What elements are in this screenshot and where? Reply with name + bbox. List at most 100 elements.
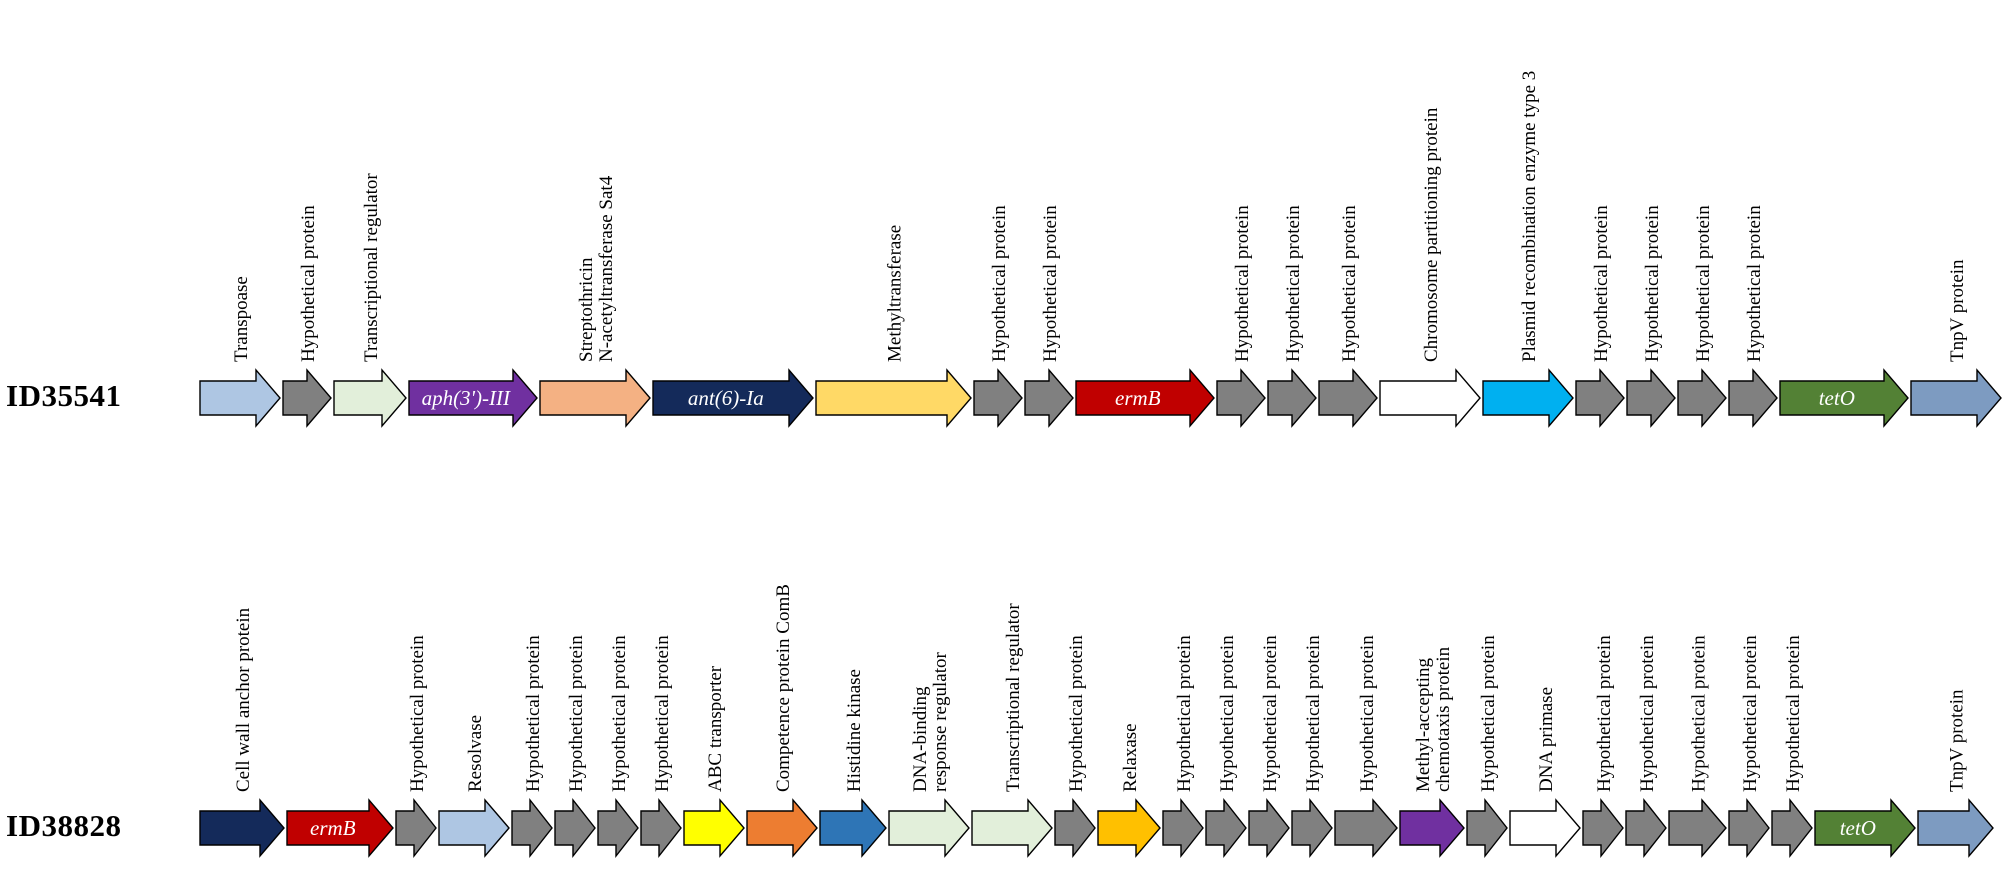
gene-inner-label-ant6-Ia: ant(6)-Ia — [688, 386, 764, 410]
gene-label-tnpV-protein: TnpV protein — [1947, 259, 1968, 362]
gene-label-hypothetical-protein: Hypothetical protein — [989, 205, 1010, 362]
gene-label-sat4: Streptothricin — [576, 257, 597, 362]
gene-label-methyltransferase: Methyltransferase — [885, 225, 906, 362]
gene-label-hypothetical-protein: Hypothetical protein — [609, 635, 630, 792]
gene-label-hypothetical-protein: Hypothetical protein — [566, 635, 587, 792]
gene-arrow-transcriptional-regulator — [971, 798, 1053, 858]
gene-arrow-hypothetical-protein — [511, 797, 553, 859]
gene-inner-label-tetO: tetO — [1819, 386, 1855, 410]
gene-arrow-tetO — [1814, 798, 1916, 858]
gene-arrow-aph3-III — [408, 368, 538, 428]
gene-arrow-abc-transporter — [683, 798, 745, 858]
gene-label-hypothetical-protein: Hypothetical protein — [1744, 205, 1765, 362]
gene-arrow-hypothetical-protein — [1248, 797, 1290, 859]
gene-arrow-hypothetical-protein — [640, 797, 682, 859]
gene-arrow-hypothetical-protein — [1054, 797, 1096, 859]
gene-label-hypothetical-protein: Hypothetical protein — [1642, 205, 1663, 362]
gene-label-transcriptional-regulator: Transcriptional regulator — [361, 173, 382, 362]
gene-arrow-transposase — [199, 368, 281, 428]
gene-label-transcriptional-regulator: Transcriptional regulator — [1003, 603, 1024, 792]
gene-arrow-hypothetical-protein — [1024, 368, 1074, 428]
gene-arrow-tnpV-protein — [1910, 368, 2002, 428]
gene-inner-label-ermB: ermB — [310, 816, 356, 840]
gene-label-hypothetical-protein: Hypothetical protein — [407, 635, 428, 792]
gene-arrow-hypothetical-protein — [1625, 797, 1667, 859]
gene-arrow-histidine-kinase — [819, 798, 887, 858]
gene-label-hypothetical-protein: Hypothetical protein — [1740, 635, 1761, 792]
gene-label-hypothetical-protein: Hypothetical protein — [1637, 635, 1658, 792]
gene-label-transposase: Transpoase — [231, 276, 252, 362]
gene-arrow-ermB — [1075, 368, 1215, 428]
gene-arrow-hypothetical-protein — [1728, 368, 1778, 428]
gene-arrow-resolvase — [438, 798, 510, 858]
gene-label-hypothetical-protein: Hypothetical protein — [1357, 635, 1378, 792]
gene-arrow-hypothetical-protein — [1668, 798, 1727, 858]
gene-arrow-hypothetical-protein — [1216, 368, 1266, 428]
gene-arrow-hypothetical-protein — [282, 368, 332, 428]
gene-arrow-hypothetical-protein — [1677, 368, 1727, 428]
gene-label-hypothetical-protein: Hypothetical protein — [1260, 635, 1281, 792]
gene-label-hypothetical-protein: Hypothetical protein — [1689, 635, 1710, 792]
gene-label-hypothetical-protein: Hypothetical protein — [1591, 205, 1612, 362]
gene-label-hypothetical-protein: Hypothetical protein — [1217, 635, 1238, 792]
gene-arrow-hypothetical-protein — [1291, 797, 1333, 859]
gene-arrow-hypothetical-protein — [1466, 797, 1508, 859]
gene-arrow-ant6-Ia — [652, 368, 814, 428]
gene-arrow-methyltransferase — [815, 368, 972, 428]
gene-inner-label-tetO: tetO — [1840, 816, 1876, 840]
track-ID38828: Cell wall anchor protein ermB Hypothetical… — [199, 584, 1994, 859]
gene-arrow-relaxase — [1097, 798, 1161, 858]
gene-label-hypothetical-protein: Hypothetical protein — [652, 635, 673, 792]
track-ID35541: Transpoase Hypothetical protein Transcript… — [199, 71, 2002, 428]
gene-arrow-competence-protein-comB — [746, 798, 818, 858]
gene-label-hypothetical-protein: Hypothetical protein — [298, 205, 319, 362]
gene-label-resolvase: Resolvase — [465, 715, 486, 792]
gene-arrow-methyl-accepting-chemotaxis-protein — [1399, 798, 1465, 858]
gene-label-hypothetical-protein: Hypothetical protein — [1339, 205, 1360, 362]
gene-label-relaxase: Relaxase — [1120, 723, 1141, 792]
gene-label-hypothetical-protein: Hypothetical protein — [523, 635, 544, 792]
track-label-ID35541: ID35541 — [6, 378, 122, 413]
gene-arrow-hypothetical-protein — [1728, 797, 1770, 859]
gene-label-hypothetical-protein: Hypothetical protein — [1478, 635, 1499, 792]
gene-label-tnpV-protein: TnpV protein — [1947, 689, 1968, 792]
gene-label-hypothetical-protein: Hypothetical protein — [1303, 635, 1324, 792]
gene-arrow-transcriptional-regulator — [333, 368, 407, 428]
gene-label-methyl-accepting-chemotaxis-protein: chemotaxis protein — [1433, 646, 1454, 792]
gene-arrow-dna-binding-response-regulator — [888, 798, 970, 858]
gene-arrow-sat4 — [539, 368, 651, 428]
gene-arrow-hypothetical-protein — [1162, 797, 1204, 859]
gene-arrow-hypothetical-protein — [973, 368, 1023, 428]
gene-arrow-ermB — [286, 798, 394, 858]
gene-label-hypothetical-protein: Hypothetical protein — [1283, 205, 1304, 362]
gene-arrow-hypothetical-protein — [597, 797, 639, 859]
gene-inner-label-aph3-III: aph(3')-III — [422, 386, 511, 410]
gene-arrow-chromosome-partitioning-protein — [1379, 368, 1481, 428]
gene-label-hypothetical-protein: Hypothetical protein — [1232, 205, 1253, 362]
gene-arrow-hypothetical-protein — [1267, 368, 1317, 428]
gene-label-sat4: N-acetyltransferase Sat4 — [596, 175, 617, 362]
gene-label-abc-transporter: ABC transporter — [705, 665, 726, 792]
gene-label-dna-binding-response-regulator: DNA-binding — [910, 686, 931, 792]
gene-arrow-hypothetical-protein — [395, 797, 437, 859]
gene-arrow-hypothetical-protein — [554, 797, 596, 859]
gene-arrow-hypothetical-protein — [1626, 368, 1676, 428]
gene-label-chromosome-partitioning-protein: Chromosome partitioning protein — [1421, 107, 1442, 362]
gene-label-histidine-kinase: Histidine kinase — [844, 669, 865, 792]
gene-label-dna-primase: DNA primase — [1536, 687, 1557, 792]
gene-arrow-hypothetical-protein — [1334, 798, 1398, 858]
gene-label-plasmid-recombination-enzyme-type-3: Plasmid recombination enzyme type 3 — [1519, 71, 1540, 362]
gene-arrow-hypothetical-protein — [1582, 797, 1624, 859]
gene-label-hypothetical-protein: Hypothetical protein — [1174, 635, 1195, 792]
gene-label-hypothetical-protein: Hypothetical protein — [1783, 635, 1804, 792]
gene-label-methyl-accepting-chemotaxis-protein: Methyl-accepting — [1413, 657, 1434, 792]
gene-label-hypothetical-protein: Hypothetical protein — [1693, 205, 1714, 362]
gene-arrow-hypothetical-protein — [1205, 797, 1247, 859]
gene-arrow-tetO — [1779, 368, 1909, 428]
gene-label-hypothetical-protein: Hypothetical protein — [1040, 205, 1061, 362]
gene-arrow-hypothetical-protein — [1575, 368, 1625, 428]
gene-label-cell-wall-anchor-protein: Cell wall anchor protein — [233, 607, 254, 792]
gene-inner-label-ermB: ermB — [1115, 386, 1161, 410]
track-label-ID38828: ID38828 — [6, 808, 122, 843]
